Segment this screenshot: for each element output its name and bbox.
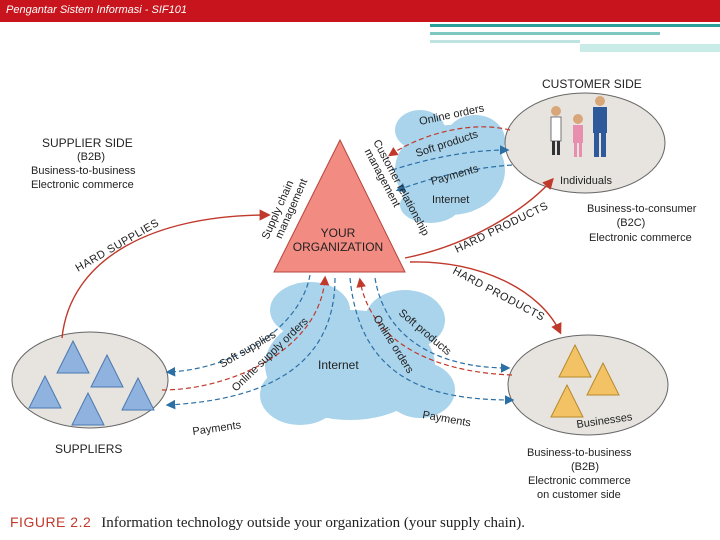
- customer-side-title: CUSTOMER SIDE: [542, 77, 642, 91]
- business-triangles: [550, 343, 620, 418]
- organization-triangle: [273, 138, 406, 273]
- person-icon-3: [593, 96, 607, 157]
- customer-abbr: (B2C): [617, 217, 646, 229]
- person-icon-2: [573, 114, 583, 157]
- decor-stripe-3: [430, 40, 580, 43]
- decor-stripe-1: [430, 24, 720, 27]
- soft-products-bottom-arrow: [374, 277, 511, 373]
- hard-products-bottom-arrow: [409, 261, 562, 335]
- suppliers-label: SUPPLIERS: [55, 442, 122, 456]
- supplier-side-title: SUPPLIER SIDE: [42, 136, 133, 150]
- hard-products-bottom-label: HARD PRODUCTS: [451, 265, 547, 324]
- internet-cloud-bottom: [260, 282, 455, 425]
- businesses-type: Business-to-business: [527, 447, 632, 459]
- organization-label-2: ORGANIZATION: [293, 240, 383, 254]
- payments-left-arrow: [165, 277, 336, 410]
- decor-stripe-2: [430, 32, 660, 35]
- businesses-abbr: (B2B): [571, 461, 599, 473]
- businesses-line1: Electronic commerce: [528, 475, 631, 487]
- supplier-triangles: [28, 339, 155, 426]
- organization-label-1: YOUR: [321, 226, 356, 240]
- hard-supplies-label: HARD SUPPLIES: [74, 217, 162, 275]
- figure-number: FIGURE 2.2: [10, 514, 92, 530]
- businesses-line2: on customer side: [537, 489, 621, 501]
- soft-supplies-arrow: [165, 274, 311, 377]
- person-icon-1: [550, 106, 562, 155]
- header-bar: Pengantar Sistem Informasi - SIF101: [0, 0, 720, 22]
- online-orders-top-arrow: [388, 126, 511, 157]
- payments-right-arrow: [349, 277, 515, 405]
- figure-caption: FIGURE 2.2 Information technology outside…: [10, 514, 525, 532]
- internet-bottom-label: Internet: [318, 358, 359, 372]
- customer-line: Electronic commerce: [589, 232, 692, 244]
- payments-right-label: Payments: [421, 409, 472, 429]
- supplier-side-line1: Business-to-business: [31, 165, 136, 177]
- figure-caption-text: Information technology outside your orga…: [101, 515, 526, 531]
- internet-top-label: Internet: [432, 194, 469, 206]
- online-supply-orders-arrow: [161, 275, 330, 391]
- customer-node-label: Individuals: [560, 175, 612, 187]
- online-orders-bottom-arrow: [356, 277, 513, 376]
- hard-products-top-arrow: [404, 177, 554, 259]
- customer-node: [504, 92, 666, 194]
- header-title: Pengantar Sistem Informasi - SIF101: [6, 4, 187, 16]
- supplier-side-line2: Electronic commerce: [31, 179, 134, 191]
- payments-left-label: Payments: [192, 419, 243, 438]
- businesses-node: [507, 334, 669, 436]
- soft-products-top-arrow: [391, 145, 510, 171]
- internet-cloud-top: [395, 110, 505, 223]
- hard-supplies-arrow: [61, 209, 271, 339]
- payments-top-arrow: [395, 164, 513, 192]
- decor-stripe-4: [580, 44, 720, 52]
- customer-type: Business-to-consumer: [587, 203, 697, 215]
- supplier-side-subtitle: (B2B): [77, 151, 105, 163]
